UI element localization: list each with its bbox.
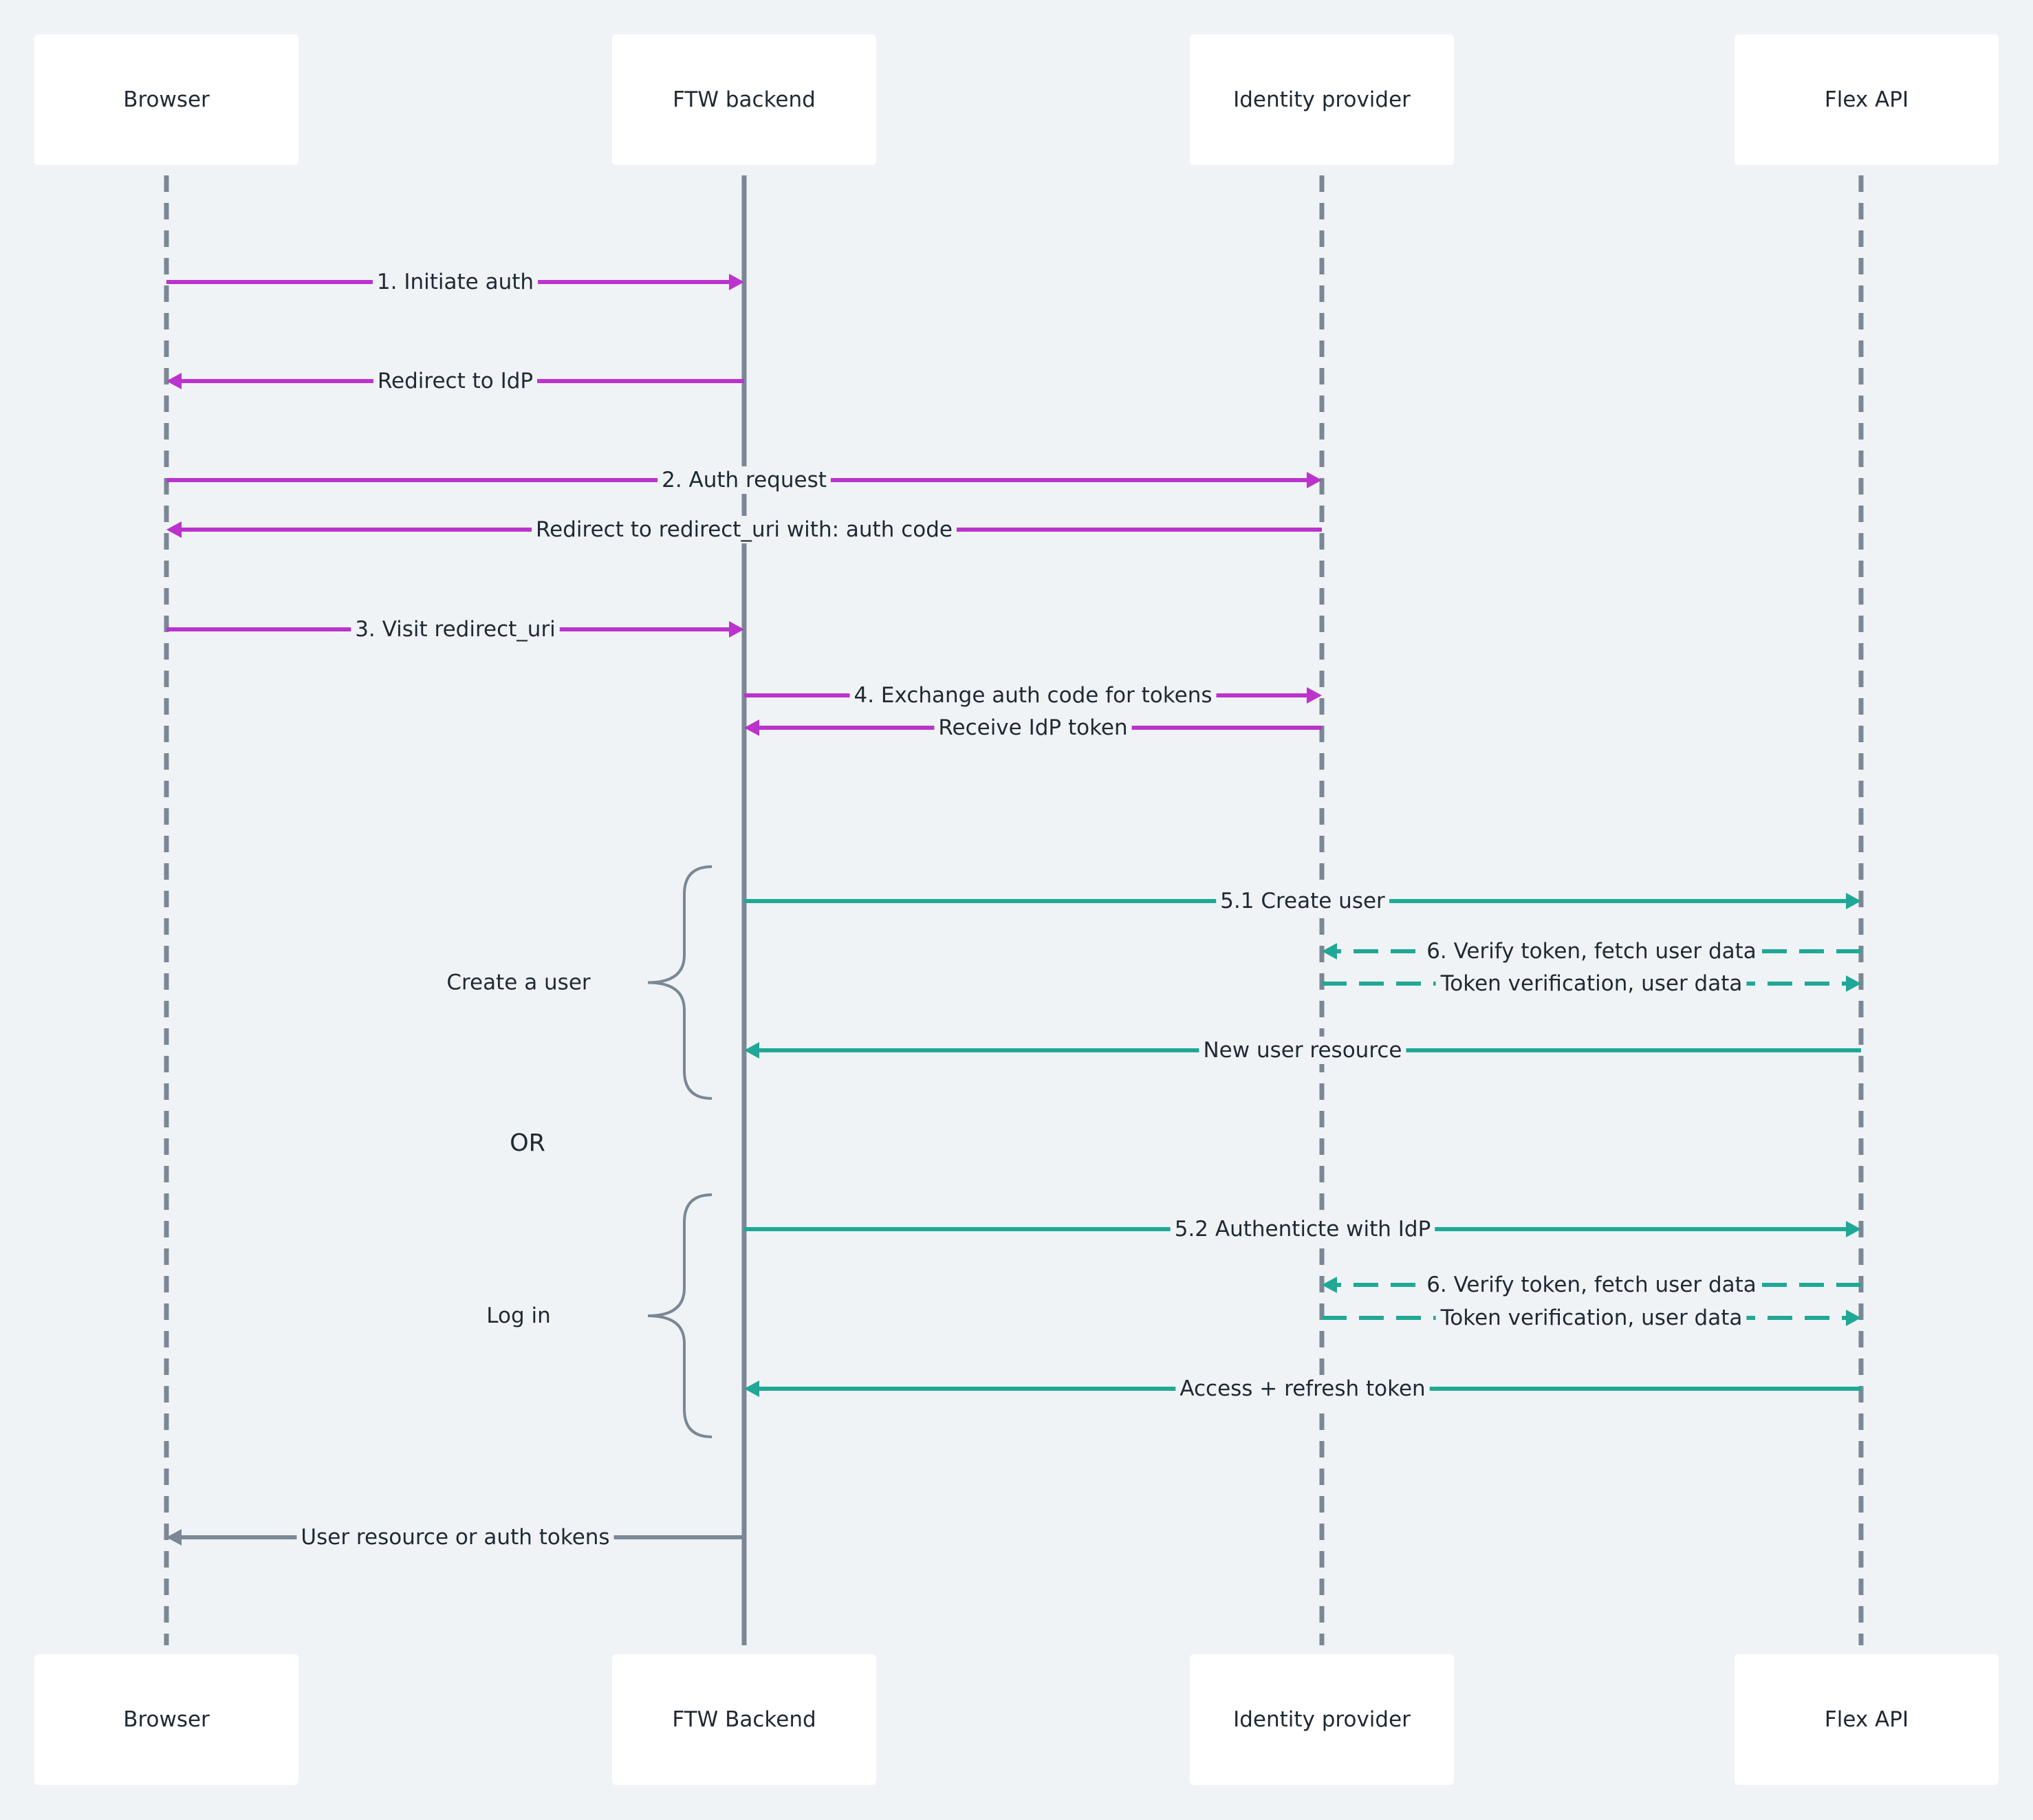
message-arrowhead <box>1846 893 1861 909</box>
message-label: 2. Auth request <box>662 468 827 492</box>
message-label: 6. Verify token, fetch user data <box>1426 1272 1757 1297</box>
message-4-redirect-to-redirect-uri-with-auth-code: Redirect to redirect_uri with: auth code <box>166 516 1322 543</box>
participant-label: Identity provider <box>1233 1707 1411 1732</box>
participant-box-bg <box>612 1654 876 1785</box>
message-label-bg <box>1435 1304 1747 1332</box>
message-label: Token verification, user data <box>1440 971 1743 996</box>
participant-box-top-ftw-backend: FTW backend <box>612 34 876 165</box>
message-arrowhead <box>1846 1221 1861 1237</box>
participant-label: FTW backend <box>673 87 816 112</box>
message-arrowhead <box>1307 687 1322 704</box>
message-15-access-refresh-token: Access + refresh token <box>744 1375 1861 1402</box>
message-10-token-verification-user-data: Token verification, user data <box>1322 970 1861 997</box>
message-label: 5.1 Create user <box>1220 889 1385 913</box>
message-label: 1. Initiate auth <box>377 270 534 294</box>
participant-label: Browser <box>123 87 210 112</box>
message-arrowhead <box>744 1380 759 1397</box>
message-label-bg <box>1175 1375 1430 1402</box>
message-1-1-initiate-auth: 1. Initiate auth <box>166 268 744 296</box>
participant-box-top-identity-provider: Identity provider <box>1190 34 1454 165</box>
message-label-bg <box>657 466 831 494</box>
participant-box-bg <box>612 34 876 165</box>
message-14-token-verification-user-data: Token verification, user data <box>1322 1304 1861 1332</box>
message-arrowhead <box>1846 1310 1861 1326</box>
message-label-bg <box>1216 887 1390 915</box>
message-arrowhead <box>1322 943 1337 960</box>
message-label-bg <box>1435 970 1747 997</box>
message-label-bg <box>1170 1215 1435 1243</box>
message-8-5-1-create-user: 5.1 Create user <box>744 887 1861 915</box>
participant-box-bg <box>1735 1654 1999 1785</box>
participant-box-bg <box>1190 34 1454 165</box>
message-label: 5.2 Authenticte with IdP <box>1175 1217 1431 1242</box>
message-5-3-visit-redirect-uri: 3. Visit redirect_uri <box>166 616 744 643</box>
message-label-bg <box>1422 1271 1761 1299</box>
message-arrowhead <box>1846 975 1861 992</box>
participant-box-bg <box>1735 34 1999 165</box>
group-label-create-a-user: Create a user <box>446 971 591 995</box>
participant-box-bottom-ftw-backend: FTW Backend <box>612 1654 876 1785</box>
message-label: 6. Verify token, fetch user data <box>1426 939 1757 964</box>
group-brace-create-a-user <box>647 865 713 1100</box>
participant-label: Flex API <box>1825 1707 1909 1732</box>
message-13-6-verify-token-fetch-user-data: 6. Verify token, fetch user data <box>1322 1271 1861 1299</box>
participant-box-bottom-identity-provider: Identity provider <box>1190 1654 1454 1785</box>
message-label: User resource or auth tokens <box>301 1525 609 1550</box>
participant-box-bg <box>1190 1654 1454 1785</box>
group-label-log-in: Log in <box>486 1303 550 1328</box>
participant-label: Identity provider <box>1233 87 1411 112</box>
participant-box-bg <box>34 1654 298 1785</box>
message-label-bg <box>296 1524 614 1551</box>
group-brace-log-in <box>647 1193 713 1438</box>
participant-box-bg <box>34 34 298 165</box>
participant-label: FTW Backend <box>672 1707 816 1732</box>
lifelines <box>164 175 1864 1645</box>
message-label-bg <box>532 516 957 543</box>
message-7-receive-idp-token: Receive IdP token <box>744 714 1322 741</box>
message-6-4-exchange-auth-code-for-tokens: 4. Exchange auth code for tokens <box>744 682 1322 709</box>
message-label: Redirect to redirect_uri with: auth code <box>536 517 953 542</box>
participant-box-bottom-flex-api: Flex API <box>1735 1654 1999 1785</box>
message-11-new-user-resource: New user resource <box>744 1037 1861 1064</box>
participant-label: Flex API <box>1825 87 1909 112</box>
message-label: Receive IdP token <box>938 715 1127 740</box>
message-arrowhead <box>744 1042 759 1059</box>
message-label: 3. Visit redirect_uri <box>355 617 556 642</box>
participant-box-bottom-browser: Browser <box>34 1654 298 1785</box>
or-separator: OR <box>510 1129 545 1157</box>
message-arrowhead <box>729 274 744 290</box>
participant-label: Browser <box>123 1707 210 1732</box>
message-3-2-auth-request: 2. Auth request <box>166 466 1322 494</box>
message-9-6-verify-token-fetch-user-data: 6. Verify token, fetch user data <box>1322 938 1861 965</box>
message-label-bg <box>934 714 1132 741</box>
message-16-user-resource-or-auth-tokens: User resource or auth tokens <box>166 1524 744 1551</box>
participant-box-top-flex-api: Flex API <box>1735 34 1999 165</box>
message-2-redirect-to-idp: Redirect to IdP <box>166 367 744 395</box>
message-label-bg <box>373 367 538 395</box>
message-arrowhead <box>1307 472 1322 488</box>
message-label: New user resource <box>1203 1038 1402 1063</box>
message-arrowhead <box>1322 1277 1337 1293</box>
message-label: 4. Exchange auth code for tokens <box>854 683 1213 708</box>
message-label-bg <box>372 268 539 296</box>
message-label: Access + refresh token <box>1179 1376 1425 1401</box>
message-arrowhead <box>729 621 744 638</box>
message-arrowhead <box>744 719 759 736</box>
message-label: Token verification, user data <box>1440 1306 1743 1330</box>
message-label-bg <box>849 682 1217 709</box>
message-label-bg <box>1422 938 1761 965</box>
message-label-bg <box>351 616 560 643</box>
message-label-bg <box>1199 1037 1406 1064</box>
participant-box-top-browser: Browser <box>34 34 298 165</box>
message-arrowhead <box>166 1529 182 1546</box>
message-label: Redirect to IdP <box>378 369 533 393</box>
message-arrowhead <box>166 521 182 538</box>
message-arrowhead <box>166 373 182 389</box>
message-12-5-2-authenticte-with-idp: 5.2 Authenticte with IdP <box>744 1215 1861 1243</box>
